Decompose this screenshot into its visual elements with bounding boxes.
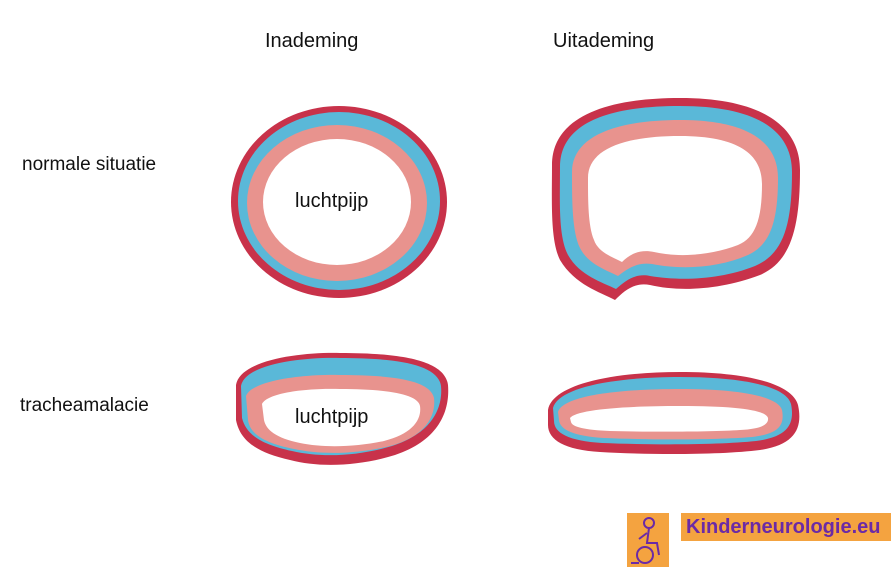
trachea-malacia-inhale: [236, 352, 449, 465]
logo-icon-box: [627, 513, 669, 567]
lumen-label-malacia: luchtpijp: [295, 406, 369, 428]
row-label-normal: normale situatie: [22, 154, 157, 175]
trachea-normal-inhale: [231, 106, 447, 298]
child-wheelchair-icon: [631, 517, 660, 564]
row-label-malacia: tracheamalacie: [20, 395, 149, 416]
trachea-malacia-exhale: [548, 372, 800, 455]
logo-text: Kinderneurologie.eu: [681, 513, 891, 541]
column-header-inhale: Inademing: [265, 30, 359, 52]
column-header-exhale: Uitademing: [553, 30, 655, 52]
trachea-normal-exhale: [551, 98, 800, 300]
lumen-label-normal: luchtpijp: [295, 190, 369, 212]
